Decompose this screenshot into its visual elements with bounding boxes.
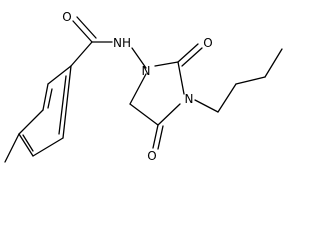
bond-ring-inner-3 <box>58 75 67 135</box>
bond-n3-butyl-c1 <box>194 99 219 113</box>
benzene-ring <box>18 65 72 157</box>
chemical-structure-diagram: O NH N N O O <box>4 10 283 163</box>
bond-nh-n1 <box>131 47 147 69</box>
bond-c4-oxygen-1 <box>152 124 159 149</box>
bond-butyl-c3-c4 <box>264 48 283 78</box>
bond-n3-c4 <box>157 103 181 126</box>
bond-ring-inner-1 <box>47 88 53 109</box>
bond-c5-n1 <box>129 73 147 105</box>
bond-c2-oxygen-2 <box>181 47 203 67</box>
amide-oxygen-label: O <box>62 10 71 24</box>
amide-nitrogen-label: NH <box>113 36 131 50</box>
bond-c2-oxygen-1 <box>177 43 199 63</box>
bond-ring-inner-2 <box>22 134 34 152</box>
bond-carbonyl-double-2 <box>76 16 97 39</box>
bond-ring-c4-c5 <box>18 133 34 157</box>
bond-ring-c5-c6 <box>32 137 64 157</box>
butyl-chain <box>194 48 283 113</box>
bond-n1-c2 <box>154 61 179 67</box>
bond-carbonyl-double-1 <box>72 20 93 43</box>
bond-c4-oxygen-2 <box>157 125 164 150</box>
bond-methyl <box>4 133 20 163</box>
bond-ring-c3-c4 <box>18 109 44 135</box>
bond-butyl-c2-c3 <box>235 76 266 85</box>
bond-butyl-c1-c2 <box>217 83 237 113</box>
bond-aryl-carbonyl <box>70 41 93 67</box>
bond-ring-c6-c1 <box>62 65 72 139</box>
urea-oxygen-label: O <box>203 36 212 50</box>
bond-ring-c1-c2 <box>47 65 72 85</box>
ring-nitrogen-3-label: N <box>185 92 194 106</box>
bond-ring-c2-c3 <box>42 83 49 111</box>
hydantoin-ring <box>129 43 203 150</box>
imide-oxygen-label: O <box>147 149 156 163</box>
bond-c2-n3 <box>177 61 185 95</box>
amide-group <box>70 16 147 69</box>
ring-nitrogen-1-label: N <box>142 64 151 78</box>
bond-c4-c5 <box>129 103 159 126</box>
